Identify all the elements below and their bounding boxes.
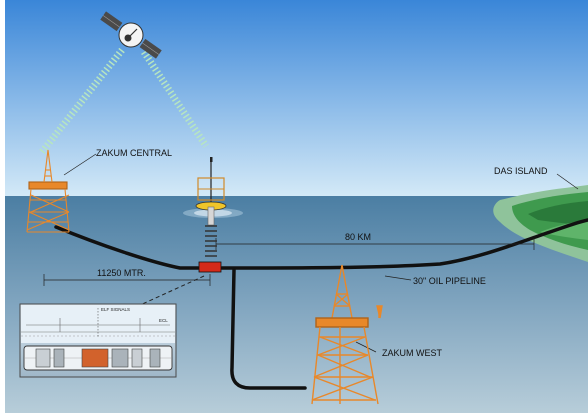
inset-cutaway (19, 303, 177, 378)
label-zakum-west: ZAKUM WEST (382, 348, 442, 358)
label-oil-pipeline: 30" OIL PIPELINE (413, 276, 486, 286)
zakum-west-tower (311, 264, 383, 405)
satellite-icon (100, 11, 162, 59)
inset-side-label: ECL (159, 318, 168, 323)
inset-leader-dashed (137, 275, 205, 307)
pipeline (54, 218, 588, 390)
pipeline-sensor (198, 261, 222, 273)
inset-signal-label: ELF SIGNALS (101, 307, 131, 312)
leader-lines (63, 153, 579, 353)
satellite-signal-beams (39, 47, 209, 155)
label-das-island: DAS ISLAND (494, 166, 548, 176)
label-distance-km: 80 KM (345, 232, 372, 242)
sky (5, 0, 588, 196)
label-distance-mtr: 11250 MTR. (97, 268, 146, 278)
monitoring-buoy (183, 157, 243, 257)
label-zakum-central: ZAKUM CENTRAL (96, 148, 173, 158)
dimension-lines (43, 238, 535, 286)
zakum-central-tower (26, 149, 70, 233)
